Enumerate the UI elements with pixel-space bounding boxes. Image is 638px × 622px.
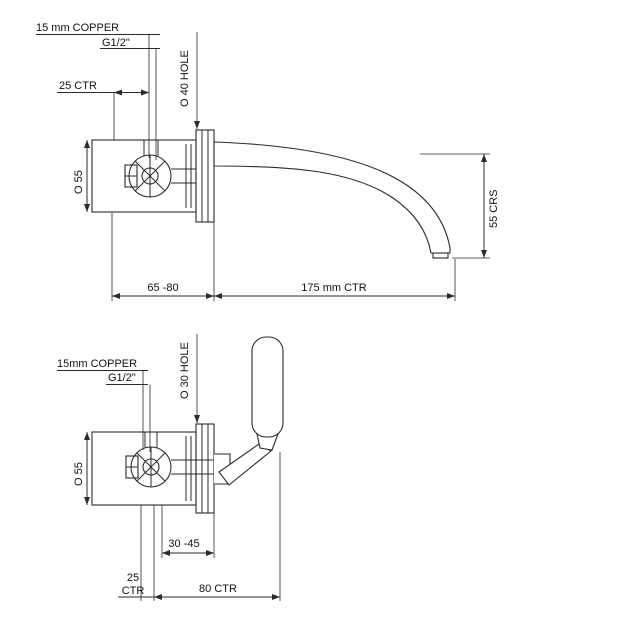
ctr25-label-line2: CTR — [122, 585, 145, 597]
bottom-diameter-label: O 55 — [73, 462, 85, 486]
ctr25-label-line1: 25 — [127, 572, 139, 584]
spout-outline — [213, 141, 451, 254]
bottom-hole-label: O 30 HOLE — [179, 342, 191, 399]
top-ctr25-label: 25 CTR — [59, 80, 97, 92]
top-thread-label: G1/2" — [102, 37, 130, 49]
top-copper-label: 15 mm COPPER — [36, 22, 119, 34]
top-valve-body — [91, 129, 215, 223]
bottom-thread-label: G1/2" — [108, 372, 136, 384]
spout-aerator — [432, 252, 449, 259]
bottom-view-valve-drawing: 15mm COPPER G1/2" O 30 HOLE O 55 — [57, 334, 284, 601]
lever-handle — [214, 336, 284, 486]
ctr80-label: 80 CTR — [199, 583, 237, 595]
bottom-wall-plate-rect — [195, 423, 215, 514]
projection-label: 175 mm CTR — [301, 282, 366, 294]
handle-grip — [251, 336, 284, 438]
bottom-valve-body — [91, 423, 215, 514]
top-wall-plate-rect — [195, 129, 215, 223]
top-diameter-label: O 55 — [73, 170, 85, 194]
depth-range-label: 65 -80 — [147, 282, 178, 294]
top-view-spout-drawing: 15 mm COPPER G1/2" 25 CTR O 40 HOLE O 55 — [36, 22, 500, 301]
crs-label: 55 CRS — [488, 189, 500, 228]
top-spout — [213, 141, 451, 259]
bottom-depth-range-label: 30 -45 — [168, 538, 199, 550]
bottom-body-rect — [91, 431, 197, 506]
top-hole-label: O 40 HOLE — [179, 50, 191, 107]
bottom-copper-label: 15mm COPPER — [57, 358, 137, 370]
